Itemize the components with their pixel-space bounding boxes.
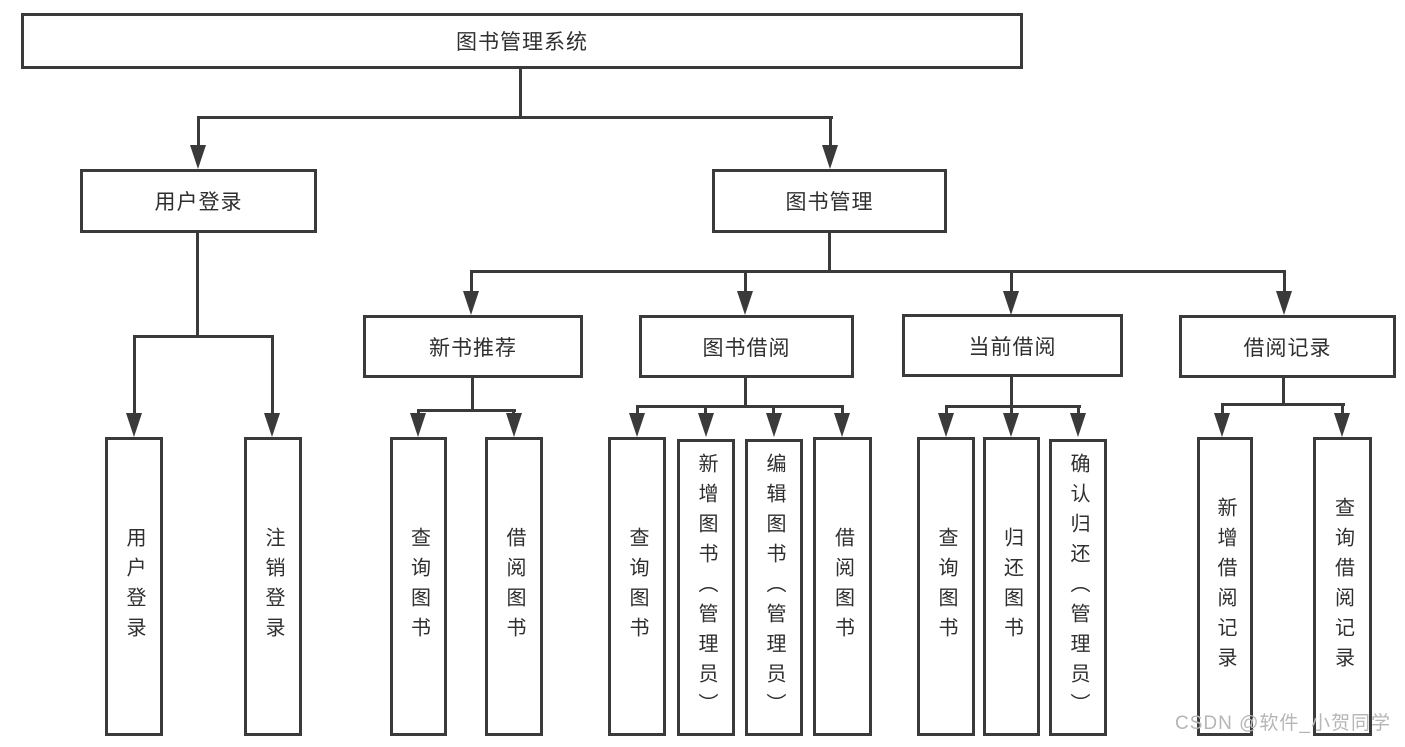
- edge-line: [704, 405, 707, 415]
- leaf-login-logout: 注销登录: [244, 437, 302, 736]
- arrow-down-icon: [190, 145, 206, 169]
- edge-line: [417, 409, 516, 412]
- node-root-system: 图书管理系统: [21, 13, 1023, 69]
- edge-line: [772, 405, 775, 415]
- edge-line: [196, 233, 199, 337]
- edge-line: [945, 405, 1081, 408]
- edge-line: [417, 409, 420, 415]
- edge-line: [271, 335, 274, 415]
- leaf-current-query-book: 查询图书: [917, 437, 975, 736]
- leaf-borrow-edit-book-admin: 编辑图书（管理员）: [745, 439, 803, 736]
- edge-line: [133, 335, 136, 415]
- leaf-newbook-borrow-book: 借阅图书: [485, 437, 543, 736]
- arrow-down-icon: [766, 413, 782, 437]
- arrow-down-icon: [1003, 413, 1019, 437]
- leaf-borrow-add-book-admin: 新增图书（管理员）: [677, 439, 735, 736]
- leaf-borrow-borrow-book: 借阅图书: [813, 437, 872, 736]
- edge-line: [519, 69, 522, 119]
- edge-line: [1221, 403, 1345, 406]
- node-borrow-record: 借阅记录: [1179, 315, 1396, 378]
- edge-line: [1282, 378, 1285, 406]
- leaf-borrow-query-book: 查询图书: [608, 437, 666, 736]
- arrow-down-icon: [938, 413, 954, 437]
- leaf-record-add-borrow-record: 新增借阅记录: [1197, 437, 1253, 736]
- edge-line: [512, 409, 515, 415]
- node-current-borrow: 当前借阅: [902, 314, 1123, 377]
- watermark: CSDN @软件_小贺同学: [1175, 713, 1391, 734]
- arrow-down-icon: [834, 413, 850, 437]
- arrow-down-icon: [1070, 413, 1086, 437]
- edge-line: [828, 233, 831, 273]
- edge-line: [197, 116, 200, 148]
- arrow-down-icon: [463, 291, 479, 315]
- edge-line: [1221, 403, 1224, 415]
- edge-line: [945, 405, 948, 415]
- edge-line: [133, 335, 274, 338]
- arrow-down-icon: [822, 145, 838, 169]
- leaf-login-user-login: 用户登录: [105, 437, 163, 736]
- node-new-book-recommend: 新书推荐: [363, 315, 583, 378]
- arrow-down-icon: [1003, 291, 1019, 315]
- leaf-current-confirm-return-admin: 确认归还（管理员）: [1049, 439, 1107, 736]
- edge-line: [636, 405, 844, 408]
- edge-line: [744, 378, 747, 408]
- arrow-down-icon: [264, 413, 280, 437]
- edge-line: [1010, 270, 1013, 293]
- edge-line: [636, 405, 639, 415]
- edge-line: [829, 116, 832, 148]
- node-user-login: 用户登录: [80, 169, 317, 233]
- edge-line: [1341, 403, 1344, 415]
- arrow-down-icon: [506, 413, 522, 437]
- arrow-down-icon: [737, 291, 753, 315]
- edge-line: [470, 270, 473, 293]
- edge-line: [841, 405, 844, 415]
- edge-line: [1077, 405, 1080, 415]
- arrow-down-icon: [698, 413, 714, 437]
- edge-line: [1283, 270, 1286, 293]
- edge-line: [197, 116, 833, 119]
- arrow-down-icon: [126, 413, 142, 437]
- edge-line: [471, 378, 474, 412]
- leaf-current-return-book: 归还图书: [983, 437, 1040, 736]
- arrow-down-icon: [1276, 291, 1292, 315]
- edge-line: [1010, 377, 1013, 408]
- edge-line: [1010, 405, 1013, 415]
- node-book-manage: 图书管理: [712, 169, 947, 233]
- arrow-down-icon: [1334, 413, 1350, 437]
- leaf-newbook-query-book: 查询图书: [390, 437, 447, 736]
- edge-line: [470, 270, 1286, 273]
- arrow-down-icon: [410, 413, 426, 437]
- arrow-down-icon: [1214, 413, 1230, 437]
- arrow-down-icon: [629, 413, 645, 437]
- leaf-record-query-borrow-record: 查询借阅记录: [1313, 437, 1372, 736]
- node-book-borrow: 图书借阅: [639, 315, 854, 378]
- edge-line: [744, 270, 747, 293]
